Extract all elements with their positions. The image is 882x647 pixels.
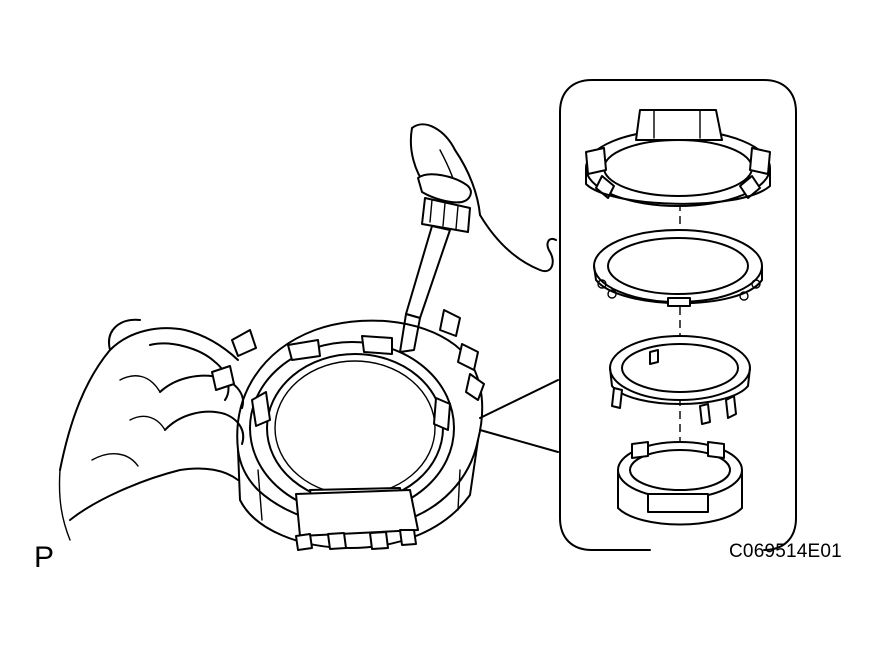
synchronizer-cone-ring [617,441,743,526]
callout-leader [479,379,559,453]
key-spring [609,335,751,425]
view-label: P [34,541,55,574]
left-hand-icon [58,318,245,541]
synchronizer-assembly [211,309,485,551]
shifting-key-ring [593,229,763,307]
synchronizer-hub-sleeve [585,109,771,207]
figure-code: C069514E01 [729,541,842,562]
